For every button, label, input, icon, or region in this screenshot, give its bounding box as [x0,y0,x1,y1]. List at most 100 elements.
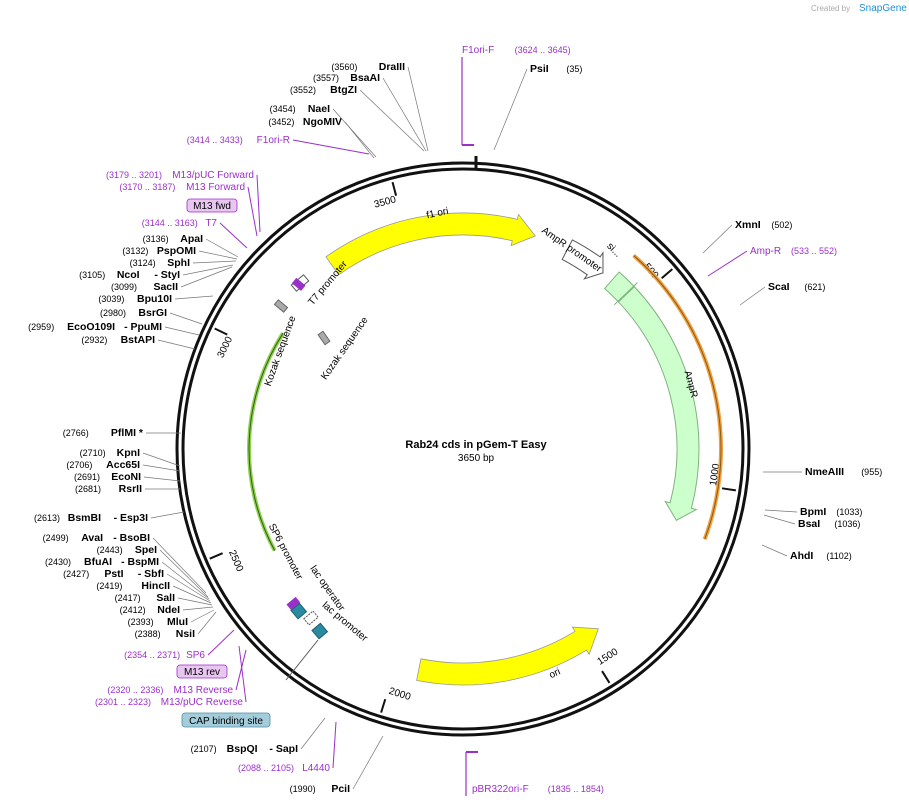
primer-site[interactable]: F1ori-F(3624 .. 3645) [462,45,571,56]
t7-site-glyph[interactable] [291,277,306,291]
enzyme-site[interactable]: PciI(1990) [290,783,350,795]
enzyme-leader-28 [180,266,233,288]
tick-label-3000: 3000 [216,335,236,360]
enzyme-name: EcoO109I [67,321,115,333]
enzyme-site[interactable]: NsiI(2388) [135,628,195,640]
enzyme-site[interactable]: PflMI *(2766) [63,427,144,439]
primer-leader-1 [707,250,748,277]
enzyme-name: BpmI [800,506,826,518]
enzyme-site[interactable]: NaeI(3454) [270,103,330,115]
lac-operator-glyph[interactable] [290,602,308,620]
enzyme-name: KpnI [117,447,140,459]
enzyme-position: (2417) [115,593,141,603]
enzyme-position: (2706) [66,460,92,470]
signal-sequence-arrow[interactable] [603,271,638,306]
enzyme-site[interactable]: Acc65I(2706) [66,459,140,471]
enzyme-site[interactable]: PsiI(35) [530,63,582,75]
sp6-site-glyph[interactable] [286,596,301,610]
enzyme-position: (3132) [122,246,148,256]
enzyme-alias: - BsoBI [113,532,150,544]
primer-site[interactable]: M13/pUC Forward(3179 .. 3201) [106,170,254,181]
primer-site[interactable]: F1ori-R(3414 .. 3433) [187,135,290,146]
enzyme-site[interactable]: BsaI(1036) [798,518,860,530]
f1-ori-arrow[interactable] [325,212,536,276]
m13-fwd-box[interactable] [186,198,238,213]
enzyme-site[interactable]: SacII(3099) [111,281,178,293]
primer-site[interactable]: M13 Forward(3170 .. 3187) [119,182,245,193]
enzyme-leader-10 [190,609,215,623]
enzyme-site[interactable]: HincII(2419) [96,580,170,592]
enzyme-site[interactable]: EcoNI(2691) [74,471,141,483]
kozak-glyph-2[interactable] [317,330,331,346]
enzyme-leader-14 [166,573,211,602]
enzyme-site[interactable]: NdeI(2412) [120,604,180,616]
ampr-arrow[interactable] [617,286,700,522]
enzyme-site[interactable]: DraIII(3560) [331,61,405,73]
enzyme-leader-2 [739,286,766,306]
feature-label-kozak1: Kozak sequence [263,314,299,388]
enzyme-site[interactable]: AhdI(1102) [790,550,852,562]
enzyme-site[interactable]: XmnI(502) [735,219,792,231]
enzyme-position: (35) [566,64,582,74]
lac-promoter-glyph[interactable] [311,622,329,640]
enzyme-alias: - SapI [269,743,298,755]
cap-site-glyph[interactable] [303,610,319,626]
enzyme-site[interactable]: NmeAIII(955) [805,466,882,478]
enzyme-position: (3124) [130,258,156,268]
enzyme-leader-1 [702,224,733,254]
enzyme-site[interactable]: RsrII(2681) [75,483,142,495]
primer-position: (3179 .. 3201) [106,170,162,180]
enzyme-site[interactable]: KpnI (2710) [80,447,140,459]
enzyme-name: AhdI [790,550,813,562]
primer-site[interactable]: SP6(2354 .. 2371) [124,650,205,661]
primer-site[interactable]: M13/pUC Reverse(2301 .. 2323) [95,697,243,708]
enzyme-name: PstI [104,568,123,580]
kozak-glyph-1[interactable] [273,299,289,313]
ampr-orf-core [633,255,722,540]
enzyme-position: (2710) [80,448,106,458]
feature-label-f1ori: f1 ori [425,206,449,221]
enzyme-site[interactable]: BpmI(1033) [800,506,862,518]
enzyme-site[interactable]: SphI (3124) [130,257,190,269]
m13-rev-box[interactable] [176,664,228,679]
enzyme-name: EcoNI [111,471,141,483]
enzyme-site[interactable]: Bpu10I(3039) [98,293,172,305]
plasmid-length: 3650 bp [458,453,495,464]
enzyme-position: (2412) [120,605,146,615]
enzyme-site[interactable]: PspOMI(3132) [122,245,196,257]
enzyme-leader-25 [164,326,200,336]
primer-site[interactable]: L4440(2088 .. 2105) [238,763,330,774]
enzyme-position: (1036) [834,519,860,529]
enzyme-site[interactable]: SpeI(2443) [97,544,157,556]
ampr-promoter-arrow[interactable] [561,239,604,280]
enzyme-site[interactable]: NgoMIV(3452) [268,116,342,128]
enzyme-site[interactable]: BstAPI(2932) [81,334,155,346]
primer-site[interactable]: pBR322ori-F(1835 .. 1854) [472,784,604,795]
cap-binding-site-box[interactable] [181,712,271,728]
enzyme-site[interactable]: BsrGI(2980) [100,307,167,319]
enzyme-name: SphI [167,257,190,269]
primer-position: (2301 .. 2323) [95,697,151,707]
primer-site[interactable]: T7(3144 .. 3163) [142,218,218,229]
enzyme-site[interactable]: MluI(2393) [128,616,188,628]
enzyme-site[interactable]: ApaI(3136) [143,233,203,245]
enzyme-site[interactable]: BtgZI(3552) [290,84,357,96]
enzyme-position: (2427) [63,569,89,579]
m13-fwd-label: M13 fwd [193,201,231,212]
enzyme-site[interactable]: ScaI(621) [768,281,825,293]
enzyme-site[interactable]: BsaAI(3557) [313,72,380,84]
enzyme-name: NcoI [117,269,140,281]
ori-arrow[interactable] [416,626,599,686]
enzyme-leader-0 [493,68,528,151]
enzyme-site[interactable]: SalI(2417) [115,592,175,604]
primer-site[interactable]: M13 Reverse(2320 .. 2336) [107,685,233,696]
primer-site[interactable]: Amp-R(533 .. 552) [750,246,837,257]
